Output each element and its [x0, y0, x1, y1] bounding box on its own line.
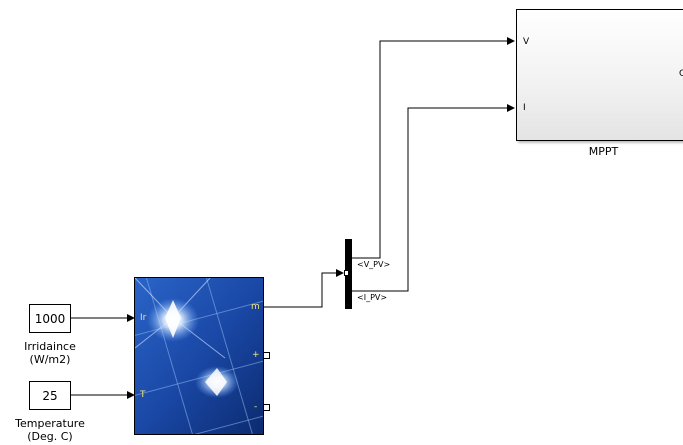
temperature-constant[interactable]: 25 [29, 381, 71, 410]
wire-i-pv [352, 104, 515, 292]
mppt-block[interactable]: V I C [516, 9, 683, 141]
temperature-caption: Temperature (Deg. C) [0, 417, 100, 443]
bus-signal-v-pv: <V_PV> [357, 260, 391, 269]
pv-input-ir-label: Ir [140, 313, 147, 323]
temperature-caption-line2: (Deg. C) [27, 430, 73, 443]
irradiance-caption: Irridaince (W/m2) [0, 340, 100, 366]
solar-panel-icon [135, 278, 263, 434]
pv-plus-port[interactable] [263, 352, 270, 359]
wire-measure [264, 269, 344, 308]
mppt-caption: MPPT [588, 145, 619, 158]
irradiance-constant[interactable]: 1000 [29, 304, 71, 333]
pv-terminal-plus-label: + [252, 350, 260, 360]
irradiance-caption-line2: (W/m2) [29, 353, 71, 366]
bus-signal-i-pv: <I_PV> [357, 293, 388, 302]
pv-output-m-label: m [251, 302, 260, 312]
mppt-input-i-label: I [523, 103, 526, 113]
mppt-input-v-label: V [523, 37, 530, 47]
wire-v-pv [352, 37, 515, 259]
pv-array-block[interactable]: Ir T m + - [134, 277, 264, 435]
temperature-caption-line1: Temperature [15, 417, 85, 430]
mppt-output-label: C [679, 69, 683, 79]
bus-selector-port [344, 270, 349, 276]
pv-minus-port[interactable] [263, 404, 270, 411]
irradiance-caption-line1: Irridaince [24, 340, 76, 353]
pv-input-t-label: T [140, 390, 146, 400]
pv-terminal-minus-label: - [254, 402, 258, 412]
